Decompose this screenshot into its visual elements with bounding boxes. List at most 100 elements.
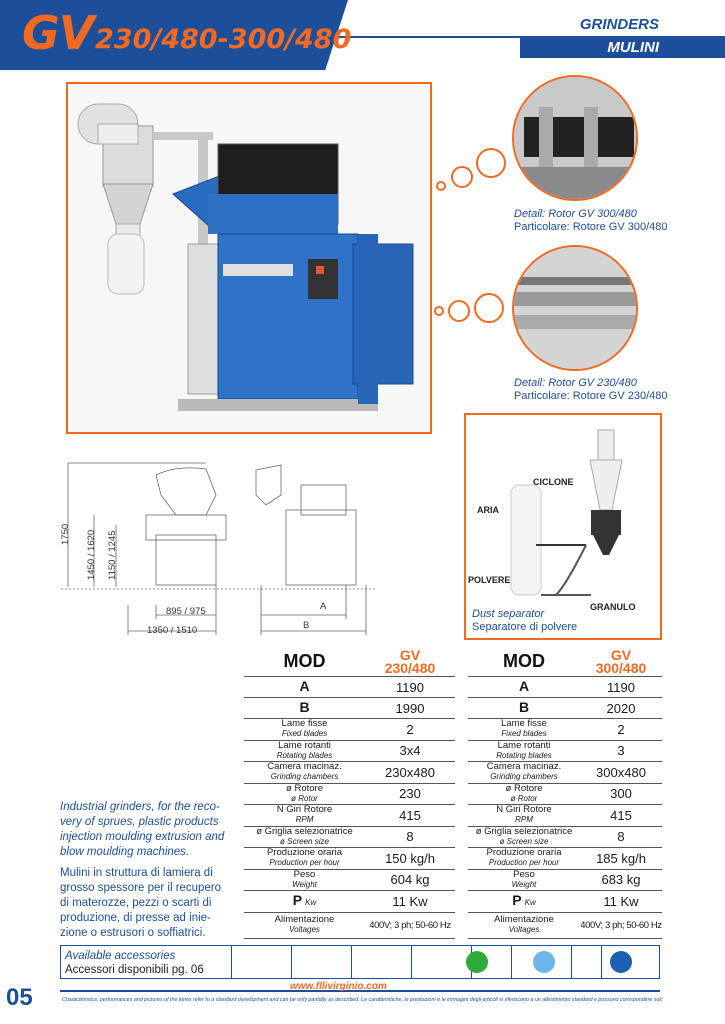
page-number: 05 xyxy=(6,984,33,1011)
row-label: A xyxy=(244,677,365,694)
row-value: 400V; 3 ph; 50-60 Hz xyxy=(369,919,451,931)
row-label-text: Produzione oraria xyxy=(267,847,342,859)
row-value: 150 kg/h xyxy=(385,850,435,866)
row-label-text: Lame fisse xyxy=(281,718,328,730)
row-label-text: P xyxy=(512,891,522,908)
row-label-text: Peso xyxy=(293,868,316,880)
dim-b-label: B xyxy=(303,620,310,631)
dust-caption-en: Dust separator xyxy=(472,608,545,620)
row-value: 604 kg xyxy=(390,872,430,888)
dim-height-total: 1750 xyxy=(60,523,71,545)
row-value: 3 xyxy=(617,743,625,759)
row-sublabel: Weight xyxy=(292,879,317,889)
row-sublabel: ø Screen size xyxy=(280,836,329,846)
row-sublabel: ø Rotor xyxy=(291,793,318,803)
row-value: 2020 xyxy=(606,700,636,716)
row-sublabel: Production per hour xyxy=(488,858,560,868)
row-sublabel: RPM xyxy=(515,815,533,825)
accessory-green-dot xyxy=(466,951,488,973)
row-sublabel: Kw xyxy=(524,897,536,907)
label-granulo: GRANULO xyxy=(590,602,636,612)
row-label-text: A xyxy=(299,677,310,694)
row-value: 11 Kw xyxy=(392,893,428,909)
footer-url[interactable]: www.fllivirginio.com xyxy=(290,981,387,992)
header-bar xyxy=(0,0,320,70)
row-label: B xyxy=(244,698,365,715)
table-gv-label: GV xyxy=(610,646,632,663)
label-ciclone: CICLONE xyxy=(533,477,574,487)
row-sublabel: ø Rotor xyxy=(510,793,538,803)
row-value: 185 kg/h xyxy=(596,850,646,866)
row-value: 2 xyxy=(406,721,414,737)
table-mod-label: MOD xyxy=(503,651,545,671)
row-value: 230 xyxy=(399,786,421,802)
row-sublabel: Voltages xyxy=(289,925,320,934)
row-value: 1190 xyxy=(607,679,635,695)
dim-width-a: 895 / 975 xyxy=(166,606,206,617)
row-label-text: P xyxy=(292,891,303,908)
rotor-detail-photo-230 xyxy=(512,245,638,371)
table-model-label: 300/480 xyxy=(595,659,647,676)
row-value: 400V; 3 ph; 50-60 Hz xyxy=(580,919,662,931)
row-label-text: Camera macinaz. xyxy=(486,761,562,773)
row-label-text: Lame fisse xyxy=(501,718,547,730)
table-mod-label: MOD xyxy=(283,651,326,671)
detail-caption-it-230: Particolare: Rotore GV 230/480 xyxy=(514,390,668,402)
row-label-text: N Giri Rotore xyxy=(276,804,333,816)
row-sublabel: Kw xyxy=(305,897,317,907)
row-label-text: Alimentazione xyxy=(494,914,554,925)
row-label-text: A xyxy=(518,677,530,694)
header-rule xyxy=(0,36,725,38)
footer-disclaimer: Characteristics, performances and pictur… xyxy=(62,997,662,1003)
description-en: Industrial grinders, for the reco-very o… xyxy=(60,801,225,858)
bubble-medium xyxy=(451,166,473,188)
row-value: 8 xyxy=(617,829,625,845)
row-label: Camera macinaz.Grinding chambers xyxy=(468,762,580,782)
bubble-medium xyxy=(448,300,470,322)
accessories-it: Accessori disponibili pg. 06 xyxy=(65,964,204,976)
row-value: 2 xyxy=(617,721,625,737)
row-value: 3x4 xyxy=(399,743,421,759)
detail-caption-it-300: Particolare: Rotore GV 300/480 xyxy=(514,221,668,233)
row-value: 415 xyxy=(399,807,421,823)
row-label: B xyxy=(468,700,580,715)
row-label-text: Lame rotanti xyxy=(278,739,331,751)
accessory-lightblue-dot xyxy=(533,951,555,973)
row-label-text: Lame rotanti xyxy=(497,739,551,751)
row-sublabel: RPM xyxy=(295,815,314,825)
row-label-text: B xyxy=(299,698,310,715)
table-row: A 1190 xyxy=(468,677,662,698)
table-model-label: 230/480 xyxy=(384,659,436,676)
category-band xyxy=(520,38,725,58)
row-label-text: ø Rotore xyxy=(505,782,543,794)
row-sublabel: Production per hour xyxy=(269,858,340,868)
row-label: Camera macinaz.Grinding chambers xyxy=(244,762,365,782)
row-sublabel: ø Screen size xyxy=(499,836,549,846)
dim-a-label: A xyxy=(320,601,327,612)
row-value: 11 Kw xyxy=(603,893,639,909)
